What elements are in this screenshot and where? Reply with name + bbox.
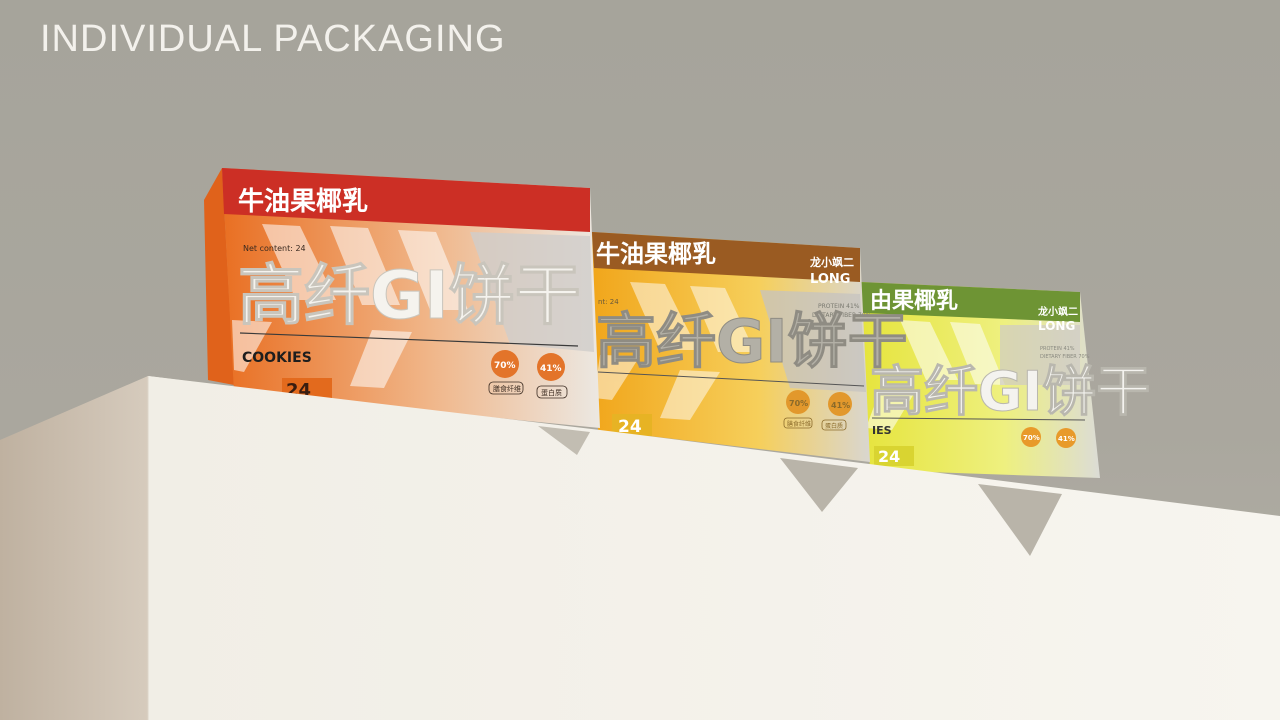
package-flavor: 由果椰乳 [870,288,958,314]
page-heading: INDIVIDUAL PACKAGING [40,18,506,60]
fiber-line: DIETARY FIBER 70% [1040,354,1090,360]
fiber-line: DIETARY FIBER 70% [812,312,872,319]
brand-cn: 龙小飒二 [809,255,854,269]
badge-protein: 41% [540,364,562,374]
package-subtitle: COOKIES [242,350,312,366]
brand-en: LONG [1038,319,1075,333]
box-shadow [780,458,858,512]
package-count: 24 [618,417,642,437]
net-content: Net content: 24 [243,244,306,253]
protein-line: PROTEIN 41% [818,303,860,310]
package-title: 高纤GI饼干 [596,307,908,377]
package-title: 高纤GI饼干 [238,257,581,334]
badge-protein: 41% [1058,435,1075,443]
package-title: 高纤GI饼干 [870,360,1150,423]
badge-fiber: 70% [494,361,516,371]
package-flavor: 牛油果椰乳 [238,187,368,217]
box-shadow [978,484,1062,556]
package-flavor: 牛油果椰乳 [596,240,716,268]
package-green: 由果椰乳 龙小飒二 LONG PROTEIN 41% DIETARY FIBER… [860,282,1151,478]
brand-en: LONG [810,272,850,287]
brand-cn: 龙小飒二 [1037,305,1078,318]
pedestal-left-face [0,376,148,720]
package-brown: 牛油果椰乳 龙小飒二 LONG nt: 24 PROTEIN 41% DIETA… [592,232,908,462]
badge-protein-label: 蛋白质 [541,388,562,397]
package-orange: 牛油果椰乳 Net content: 24 高纤GI饼干 COOKIES 70%… [204,168,600,428]
box-shadow [538,426,590,455]
package-subtitle: IES [872,424,892,437]
badge-protein: 41% [831,401,850,410]
badge-fiber-label: 膳食纤维 [787,420,811,428]
badge-protein-label: 蛋白质 [825,422,843,430]
net-content: nt: 24 [598,298,619,306]
badge-fiber-label: 膳食纤维 [493,384,521,393]
package-count: 24 [878,447,900,466]
badge-fiber: 70% [789,399,808,408]
pedestal-front-edge [148,376,1280,720]
badge-fiber: 70% [1023,434,1040,442]
protein-line: PROTEIN 41% [1040,346,1075,352]
